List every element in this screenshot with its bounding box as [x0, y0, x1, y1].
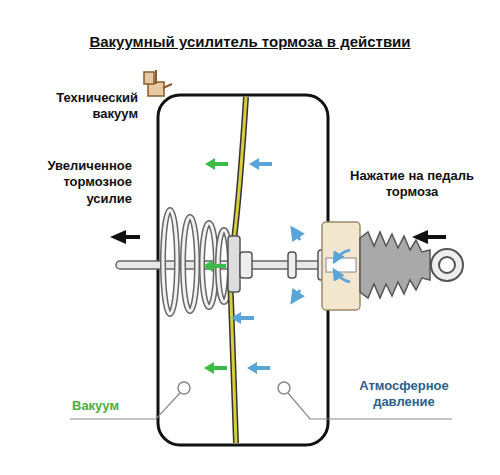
input-arrow-head — [412, 230, 428, 244]
blue-arrow — [334, 250, 350, 262]
output-arrow-head — [110, 230, 126, 244]
input-arrow-shaft — [426, 235, 446, 239]
blue-arrow — [334, 270, 350, 282]
fitting-pin — [163, 84, 172, 88]
chamber-marker — [178, 382, 190, 394]
force-arrow — [110, 230, 446, 244]
chamber-label: Атмосферное давление — [352, 378, 456, 411]
fitting-nipple — [144, 72, 154, 84]
vacuum-arrows — [203, 158, 228, 374]
blue-arrow — [256, 366, 270, 370]
part-label: Нажатие на педаль тормоза — [342, 168, 482, 201]
output-arrow-shaft — [124, 235, 140, 239]
blue-arrow — [231, 312, 241, 324]
part-label: Увеличенное тормозное усилие — [22, 158, 132, 207]
green-arrow — [204, 362, 214, 374]
dust-boot — [360, 232, 430, 298]
blue-arrow — [292, 228, 300, 240]
fitting-pin — [155, 70, 157, 84]
vacuum-fitting — [144, 70, 172, 96]
part-label: Технический вакуум — [30, 90, 138, 123]
valve-body — [322, 222, 360, 310]
piston-hub — [240, 252, 252, 278]
spring-coil — [163, 210, 177, 314]
leader-line — [70, 393, 180, 419]
blue-arrow — [258, 162, 272, 166]
spring-coil — [183, 217, 197, 311]
green-arrow — [205, 158, 215, 170]
chamber-label: Вакуум — [72, 398, 152, 414]
blue-arrow — [240, 316, 254, 320]
green-arrow — [212, 264, 226, 268]
spring-coil — [183, 217, 197, 311]
diaphragm-plate — [228, 236, 240, 292]
blue-arrow — [247, 362, 257, 374]
blue-arrow — [292, 290, 300, 302]
green-arrow — [214, 162, 228, 166]
pedal-eye-hole — [439, 257, 455, 273]
chamber-marker — [278, 382, 290, 394]
green-arrow — [203, 260, 213, 272]
diagram-title: Вакуумный усилитель тормоза в действии — [0, 33, 500, 52]
return-spring — [163, 210, 230, 314]
valve-channel — [326, 258, 356, 272]
green-arrow — [213, 366, 227, 370]
booster-housing — [158, 95, 328, 445]
blue-arrow — [249, 158, 259, 170]
spring-coil — [163, 210, 177, 314]
pedal-eye — [431, 249, 463, 281]
atmosphere-arrows — [231, 158, 350, 374]
valve-disc — [288, 252, 296, 278]
